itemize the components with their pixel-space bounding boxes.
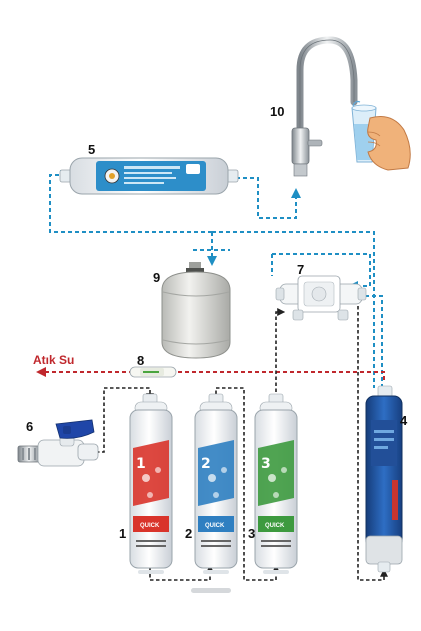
label-8: 8 <box>137 353 144 368</box>
bottom-indicator <box>191 588 231 593</box>
label-6: 6 <box>26 419 33 434</box>
cartridge-2-band: QUICK <box>205 523 225 529</box>
cartridge-2: 2 QUICK <box>195 394 237 574</box>
cartridge-2-number: 2 <box>201 456 211 472</box>
faucet-icon <box>292 40 354 176</box>
label-9: 9 <box>153 270 160 285</box>
cartridge-3-number: 3 <box>261 456 271 472</box>
label-1: 1 <box>119 526 126 541</box>
label-4: 4 <box>400 413 408 428</box>
hand-icon <box>368 117 411 171</box>
waste-water-label: Atık Su <box>33 353 74 367</box>
label-10: 10 <box>270 104 284 119</box>
label-3: 3 <box>248 526 255 541</box>
label-5: 5 <box>88 142 95 157</box>
cartridge-1-number: 1 <box>136 456 146 472</box>
cartridge-3-band: QUICK <box>265 523 285 529</box>
valve-7-icon <box>276 276 366 320</box>
cartridge-3: 3 QUICK <box>255 394 297 574</box>
ro-membrane-4 <box>366 386 402 572</box>
cartridge-1-band: QUICK <box>140 523 160 529</box>
cartridge-1: 1 QUICK <box>130 394 172 574</box>
flow-restrictor-8 <box>130 367 176 377</box>
label-7: 7 <box>297 262 304 277</box>
label-2: 2 <box>185 526 192 541</box>
waste-water-lines <box>40 372 384 380</box>
pressure-tank-icon <box>162 262 230 358</box>
inline-filter-5 <box>60 158 238 194</box>
